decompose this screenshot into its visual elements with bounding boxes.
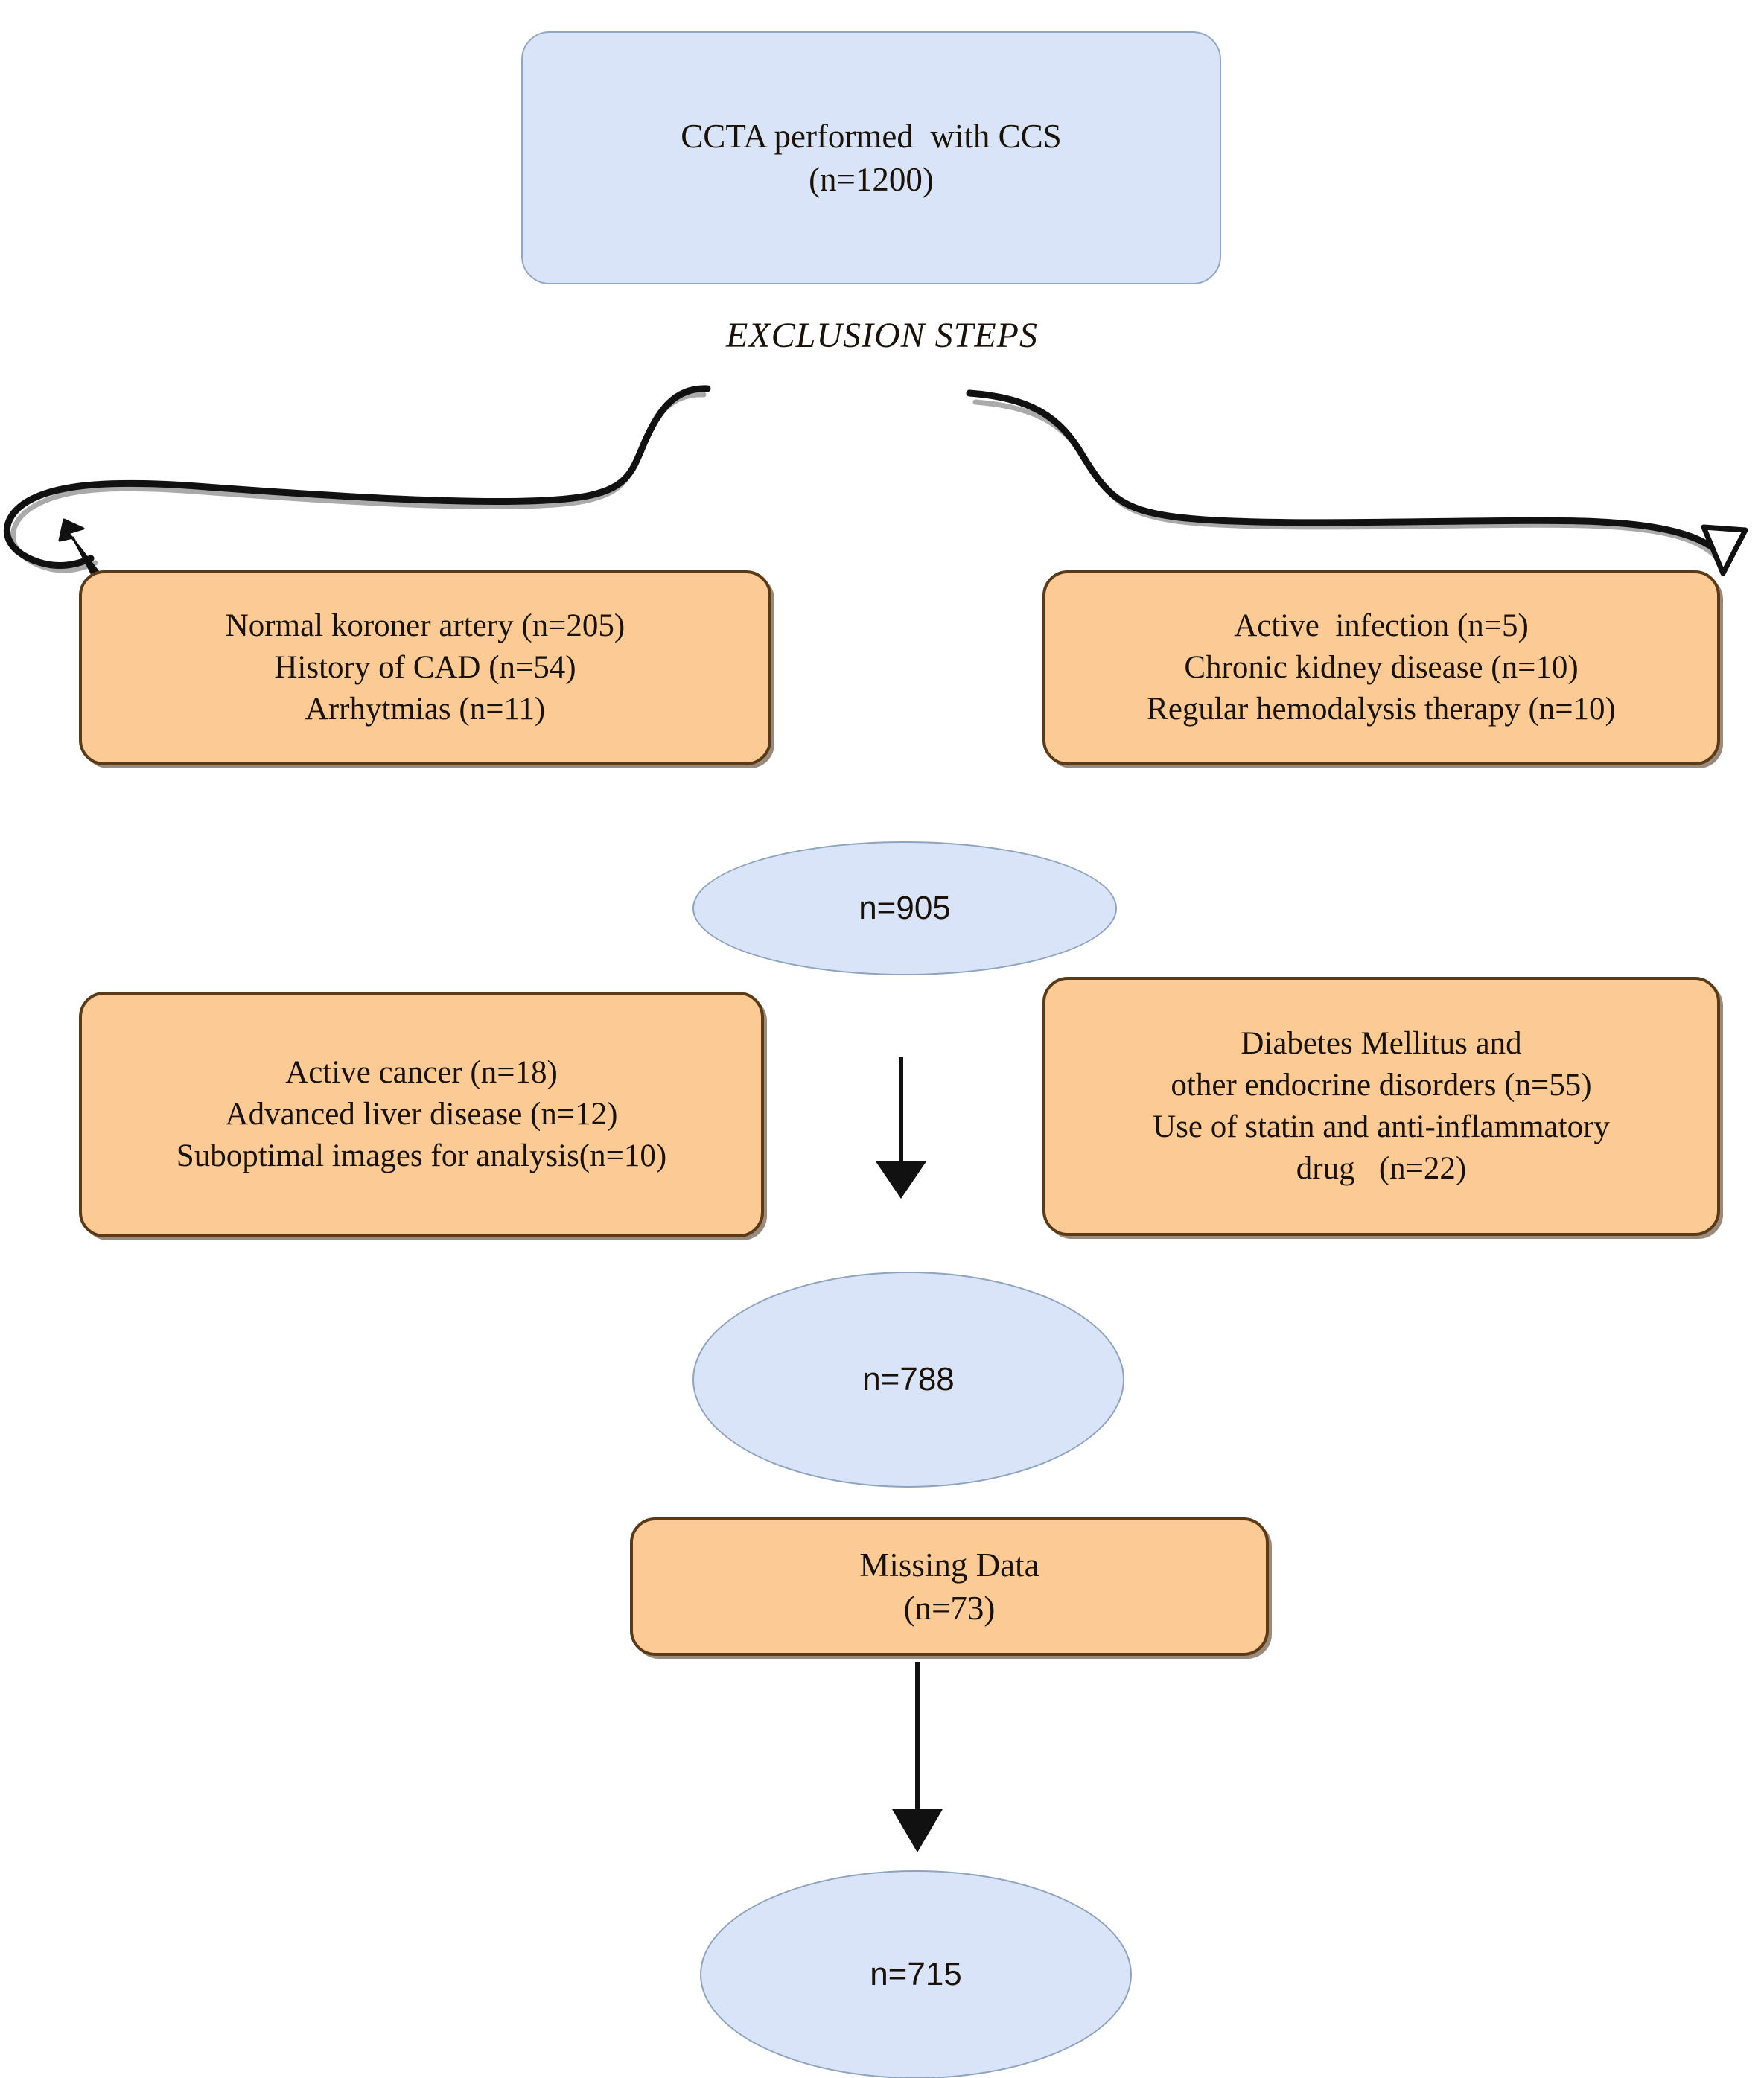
count-788-label: n=788 <box>862 1361 955 1398</box>
node-count-788[interactable]: n=788 <box>692 1272 1124 1488</box>
exclusion-left-1-line-1: Normal koroner artery (n=205) <box>225 608 625 644</box>
missing-data-line-2: (n=73) <box>903 1590 996 1627</box>
exclusion-right-1-line-1: Active infection (n=5) <box>1234 608 1529 644</box>
exclusion-steps-label: EXCLUSION STEPS <box>725 316 1038 355</box>
node-count-905[interactable]: n=905 <box>692 841 1117 975</box>
curved-arrow-left <box>3 385 711 576</box>
exclusion-right-1-line-3: Regular hemodalysis therapy (n=10) <box>1147 691 1616 727</box>
node-ccta-line-1: CCTA performed with CCS <box>681 117 1062 155</box>
node-ccta-performed[interactable]: CCTA performed with CCS (n=1200) <box>521 31 1221 284</box>
exclusion-right-2-line-2: other endocrine disorders (n=55) <box>1171 1068 1592 1103</box>
node-exclusion-right-2[interactable]: Diabetes Mellitus and other endocrine di… <box>1042 977 1720 1236</box>
exclusion-right-2-line-3: Use of statin and anti-inflammatory <box>1153 1109 1610 1144</box>
curved-arrow-right <box>966 389 1748 576</box>
exclusion-left-2-line-1: Active cancer (n=18) <box>285 1055 558 1091</box>
arrow-905-to-788 <box>876 1057 926 1199</box>
node-missing-data[interactable]: Missing Data (n=73) <box>630 1517 1269 1656</box>
node-ccta-line-2: (n=1200) <box>809 161 934 198</box>
count-715-label: n=715 <box>870 1956 962 1993</box>
node-exclusion-left-1[interactable]: Normal koroner artery (n=205) History of… <box>79 570 771 765</box>
exclusion-left-2-line-2: Advanced liver disease (n=12) <box>225 1097 618 1132</box>
missing-data-line-1: Missing Data <box>859 1546 1039 1584</box>
exclusion-right-2-line-1: Diabetes Mellitus and <box>1241 1026 1522 1062</box>
arrow-missing-to-715 <box>892 1662 943 1852</box>
count-905-label: n=905 <box>859 890 951 927</box>
exclusion-left-2-line-3: Suboptimal images for analysis(n=10) <box>176 1138 667 1173</box>
exclusion-right-1-line-2: Chronic kidney disease (n=10) <box>1184 650 1579 686</box>
exclusion-left-1-line-2: History of CAD (n=54) <box>274 650 576 686</box>
exclusion-right-2-line-4: drug (n=22) <box>1296 1150 1467 1186</box>
node-exclusion-right-1[interactable]: Active infection (n=5) Chronic kidney di… <box>1042 570 1720 765</box>
node-exclusion-left-2[interactable]: Active cancer (n=18) Advanced liver dise… <box>79 992 764 1237</box>
exclusion-left-1-line-3: Arrhytmias (n=11) <box>305 691 546 727</box>
node-count-715[interactable]: n=715 <box>700 1870 1132 2078</box>
